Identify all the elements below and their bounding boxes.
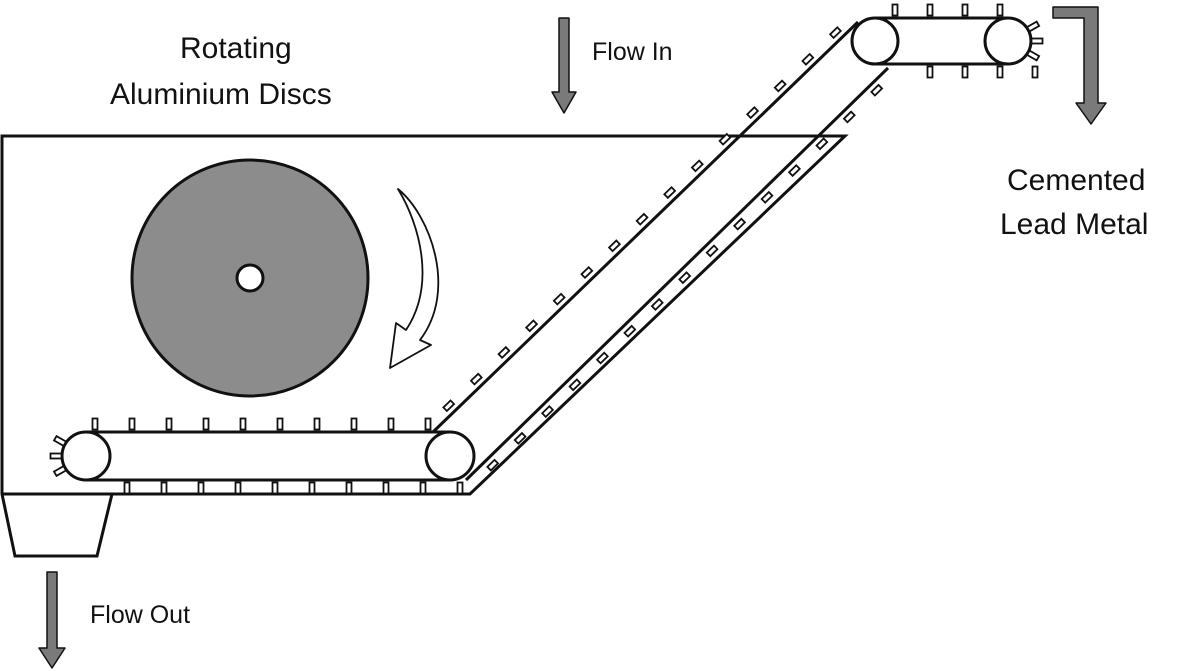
disc-axle xyxy=(235,263,265,293)
belt-tooth xyxy=(801,52,815,66)
belt-tooth xyxy=(815,137,829,151)
belt-tooth xyxy=(690,159,704,173)
belt-tooth xyxy=(870,83,884,97)
belt-tooth xyxy=(961,3,969,17)
conveyor-belt xyxy=(86,16,1008,482)
pulley-top-right xyxy=(983,16,1033,66)
belt-tooth xyxy=(513,431,527,445)
belt-tooth xyxy=(961,65,969,79)
belt-tooth xyxy=(49,452,63,460)
belt-tooth xyxy=(773,79,787,93)
discharge-arrow-icon xyxy=(1052,6,1107,125)
belt-tooth xyxy=(442,399,456,413)
tank-outline xyxy=(0,134,849,558)
belt-tooth xyxy=(568,378,582,392)
belt-tooth xyxy=(595,351,610,365)
belt-tooth xyxy=(663,185,677,200)
belt-tooth xyxy=(234,481,242,495)
label-flow-out: Flow Out xyxy=(90,601,191,629)
belt-tooth xyxy=(718,132,732,146)
belt-tooth xyxy=(540,405,555,419)
belt-tooth xyxy=(524,319,539,333)
belt-tooth xyxy=(276,417,284,431)
pulley-top-left xyxy=(850,16,900,66)
belt-tooth xyxy=(732,217,747,231)
belt-tooth xyxy=(424,417,432,431)
belt-tooth xyxy=(202,417,210,431)
belt-tooth xyxy=(308,481,316,495)
belt-tooth xyxy=(996,3,1004,17)
belt-tooth xyxy=(623,324,637,338)
belt-tooth xyxy=(350,417,358,431)
flow-out-arrow-icon xyxy=(38,571,66,669)
belt-tooth xyxy=(650,297,664,311)
belt-tooth xyxy=(271,481,279,495)
belt-tooth xyxy=(123,481,131,495)
belt-tooth xyxy=(1030,37,1044,45)
belt-tooth xyxy=(313,417,321,431)
belt-tooth xyxy=(635,212,649,226)
belt-tooth xyxy=(552,292,566,306)
belt-tooth xyxy=(828,26,843,40)
belt-tooth xyxy=(607,239,622,253)
belt-teeth xyxy=(49,3,1044,495)
belt-tooth xyxy=(891,3,899,17)
pulley-bottom-right xyxy=(424,430,476,482)
belt-tooth xyxy=(760,190,774,204)
belt-tooth xyxy=(1031,65,1039,79)
belt-tooth xyxy=(197,481,205,495)
belt-tooth xyxy=(678,271,692,285)
belt-tooth xyxy=(705,244,719,258)
belt-tooth xyxy=(165,417,173,431)
belt-tooth xyxy=(91,417,99,431)
belt-tooth xyxy=(497,345,511,359)
belt-tooth xyxy=(842,110,856,124)
belt-tooth xyxy=(456,481,464,495)
label-lead-metal: Lead Metal xyxy=(1000,208,1149,241)
belt-tooth xyxy=(160,481,168,495)
belt-tooth xyxy=(239,417,247,431)
belt-tooth xyxy=(1025,20,1041,33)
belt-tooth xyxy=(926,3,934,17)
belt-tooth xyxy=(1025,49,1041,62)
belt-tooth xyxy=(52,464,68,478)
label-rotating: Rotating xyxy=(180,32,292,65)
belt-tooth xyxy=(787,163,802,178)
belt-tooth xyxy=(419,481,427,495)
belt-tooth xyxy=(345,481,353,495)
belt-tooth xyxy=(486,458,500,472)
belt-tooth xyxy=(387,417,395,431)
belt-tooth xyxy=(745,106,760,120)
rotation-arrow-icon xyxy=(389,188,440,369)
pulley-bottom-left xyxy=(60,430,112,482)
belt-tooth xyxy=(996,65,1004,79)
label-cemented: Cemented xyxy=(1007,164,1146,197)
belt-tooth xyxy=(926,65,934,79)
flow-in-arrow-icon xyxy=(551,17,577,114)
belt-tooth xyxy=(128,417,136,431)
belt-tooth xyxy=(469,372,483,386)
belt-tooth xyxy=(580,265,594,280)
label-flow-in: Flow In xyxy=(592,38,673,66)
belt-tooth xyxy=(52,434,68,448)
label-aluminium-discs: Aluminium Discs xyxy=(110,78,332,111)
belt-tooth xyxy=(382,481,390,495)
